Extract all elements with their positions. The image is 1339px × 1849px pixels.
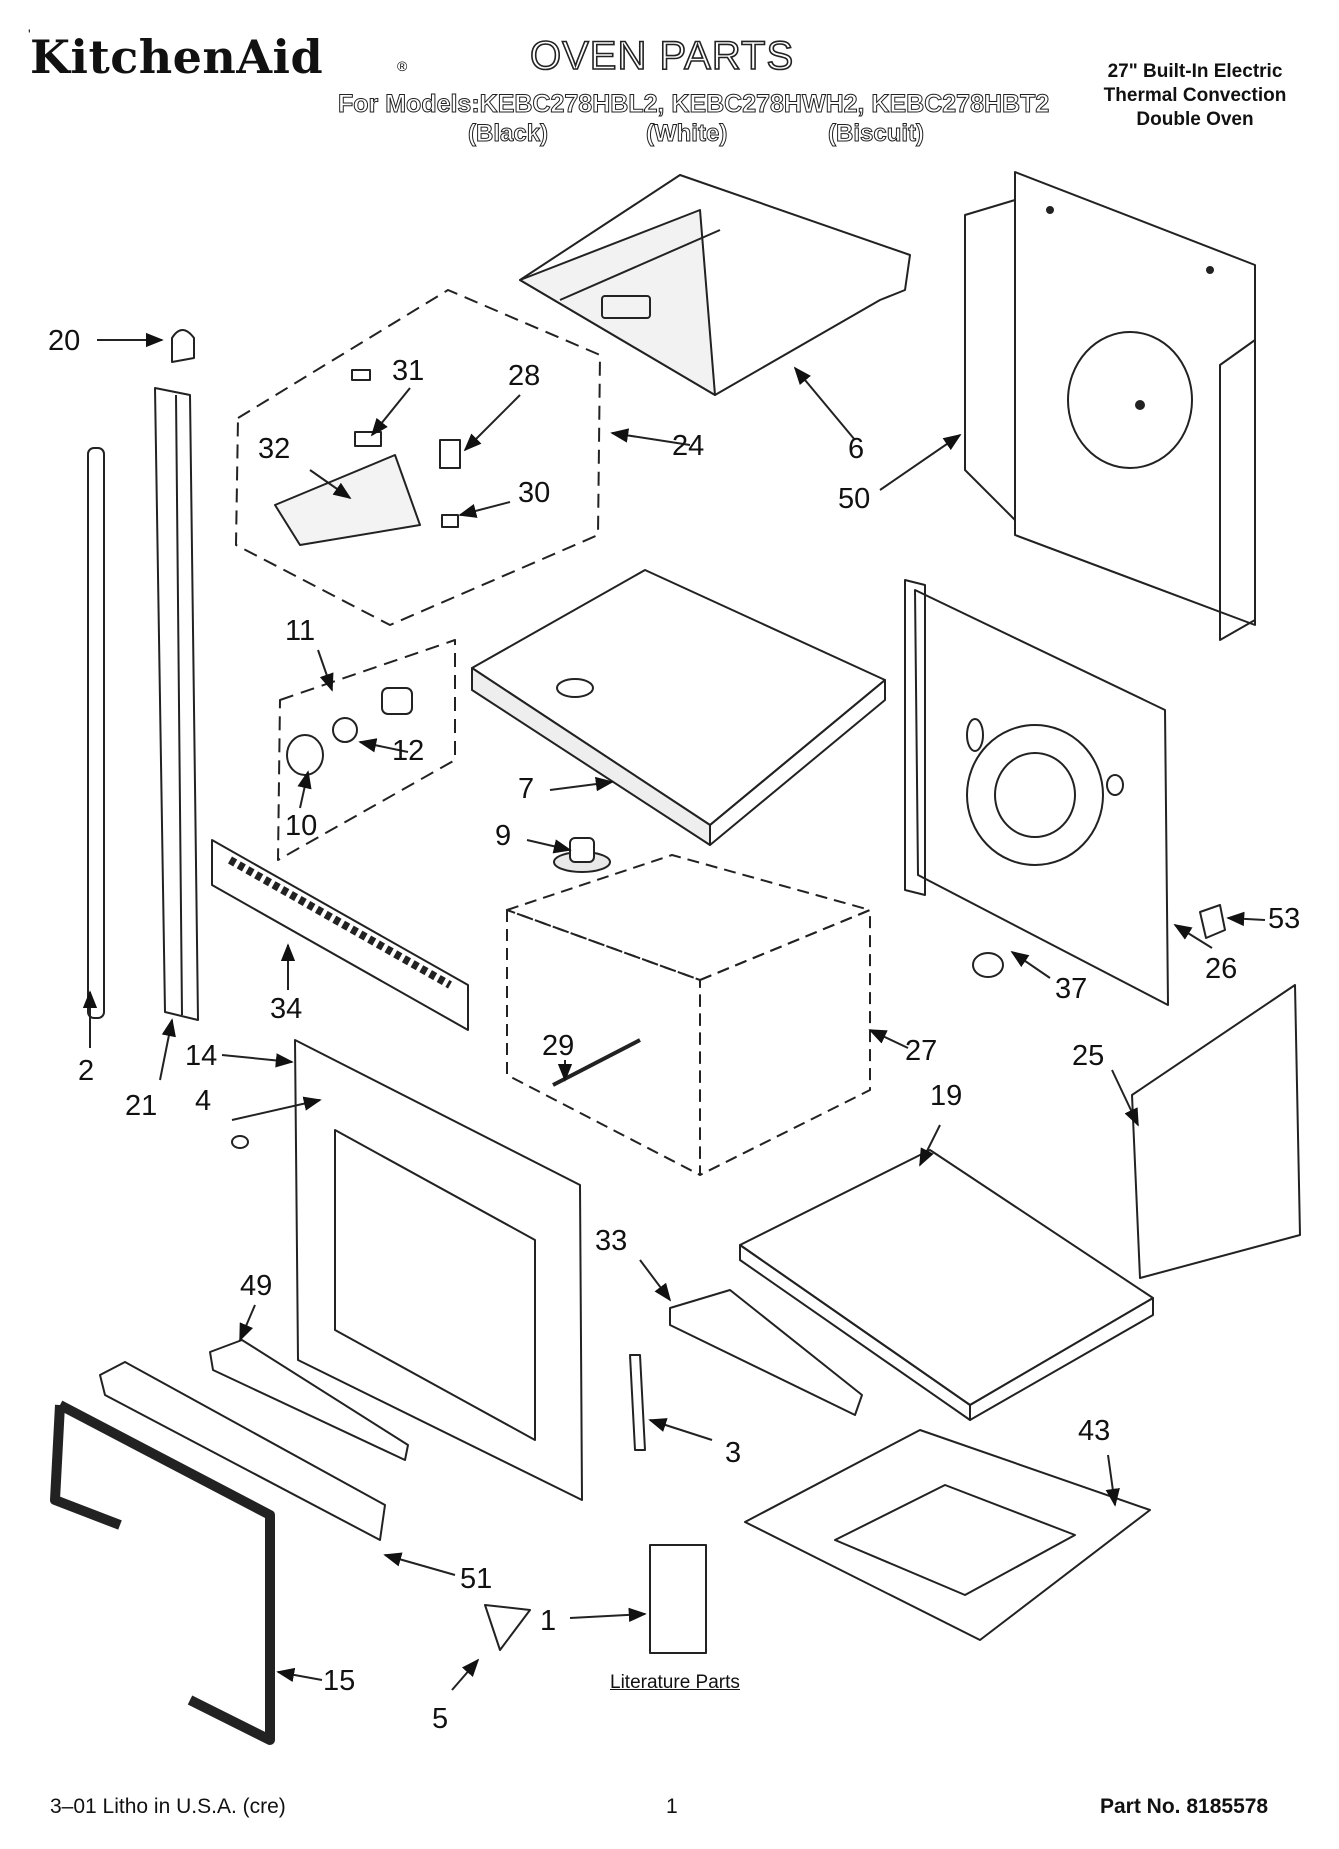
part-5-bracket: [484, 1604, 531, 1651]
callout-9: 9: [495, 820, 511, 852]
part-43-bottom-pan: [744, 1429, 1151, 1641]
callout-27: 27: [905, 1035, 937, 1067]
callout-19: 19: [930, 1080, 962, 1112]
callout-29: 29: [542, 1030, 574, 1062]
callout-15: 15: [323, 1665, 355, 1697]
color-white: (White): [645, 120, 728, 148]
callout-7: 7: [518, 773, 534, 805]
literature-parts-label: Literature Parts: [610, 1672, 740, 1693]
part-49-trim-channel: [209, 1339, 409, 1461]
part-53-bracket: [1199, 904, 1226, 939]
color-biscuit: (Biscuit): [828, 120, 925, 148]
part-14-front-frame: [294, 1039, 583, 1501]
part-1-literature: [649, 1544, 707, 1654]
callout-numbers: 20 31 28 24 6 32 30 50 11 12 7 10 9 53 2…: [48, 325, 1300, 1735]
callout-12: 12: [392, 735, 424, 767]
callout-4: 4: [195, 1085, 211, 1117]
callout-1: 1: [540, 1605, 556, 1637]
callout-34: 34: [270, 993, 302, 1025]
description-line: Thermal Convection: [1103, 85, 1287, 106]
part-27-oven-liner: [506, 854, 871, 1176]
callout-50: 50: [838, 483, 870, 515]
callout-33: 33: [595, 1225, 627, 1257]
part-11-lamp-group: [277, 639, 456, 861]
part-51-lower-trim: [99, 1361, 386, 1541]
description-line: Double Oven: [1136, 109, 1254, 130]
callout-11: 11: [285, 615, 315, 647]
part-33-front-rail: [669, 1289, 863, 1416]
oven-description: 27" Built-In Electric Thermal Convection…: [1080, 60, 1310, 132]
callout-6: 6: [848, 433, 864, 465]
callout-2: 2: [78, 1055, 94, 1087]
callout-5: 5: [432, 1703, 448, 1735]
part-7-top-shield: [471, 569, 886, 846]
callout-3: 3: [725, 1437, 741, 1469]
part-25-side-shield: [1131, 984, 1301, 1279]
callout-53: 53: [1268, 903, 1300, 935]
part-6-top-duct: [519, 174, 911, 396]
callout-30: 30: [518, 477, 550, 509]
part-37-thermal-fuse: [972, 952, 1004, 978]
part-4-screw: [231, 1135, 249, 1149]
callout-37: 37: [1055, 973, 1087, 1005]
callout-43: 43: [1078, 1415, 1110, 1447]
callout-leaders: [82, 332, 1266, 1691]
brand-tick: ': [28, 26, 31, 42]
part-21-side-rail: [154, 387, 199, 1021]
callout-14: 14: [185, 1040, 217, 1072]
footer-litho: 3–01 Litho in U.S.A. (cre): [50, 1795, 286, 1818]
kitchenaid-logo: KitchenAid: [30, 30, 324, 84]
callout-32: 32: [258, 433, 290, 465]
callout-31: 31: [392, 355, 424, 387]
callout-49: 49: [240, 1270, 272, 1302]
part-3-bracket: [629, 1354, 646, 1451]
part-9-blower-motor: [553, 837, 611, 873]
callout-51: 51: [460, 1563, 492, 1595]
models-line: For Models:KEBC278HBL2, KEBC278HWH2, KEB…: [337, 90, 1050, 119]
description-line: 27" Built-In Electric: [1107, 61, 1283, 82]
color-black: (Black): [467, 120, 549, 148]
callout-10: 10: [285, 810, 317, 842]
part-15-door-seal: [50, 1400, 275, 1745]
part-2-side-trim: [87, 447, 105, 1019]
part-19-bottom-shield: [739, 1149, 1154, 1421]
footer-page-number: 1: [666, 1795, 678, 1818]
part-50-rear-panel: [964, 171, 1256, 641]
callout-26: 26: [1205, 953, 1237, 985]
registered-mark: ®: [397, 58, 408, 74]
part-34-vent-grille: [211, 839, 469, 1031]
part-24-control-group: [235, 289, 601, 626]
page-title: OVEN PARTS: [529, 33, 795, 79]
part-20-clip: [171, 329, 195, 363]
footer-part-number: Part No. 8185578: [1100, 1795, 1269, 1818]
callout-20: 20: [48, 325, 80, 357]
callout-24: 24: [672, 430, 704, 462]
part-26-blower-plate: [904, 579, 1169, 1006]
callout-28: 28: [508, 360, 540, 392]
callout-21: 21: [125, 1090, 157, 1122]
callout-25: 25: [1072, 1040, 1104, 1072]
